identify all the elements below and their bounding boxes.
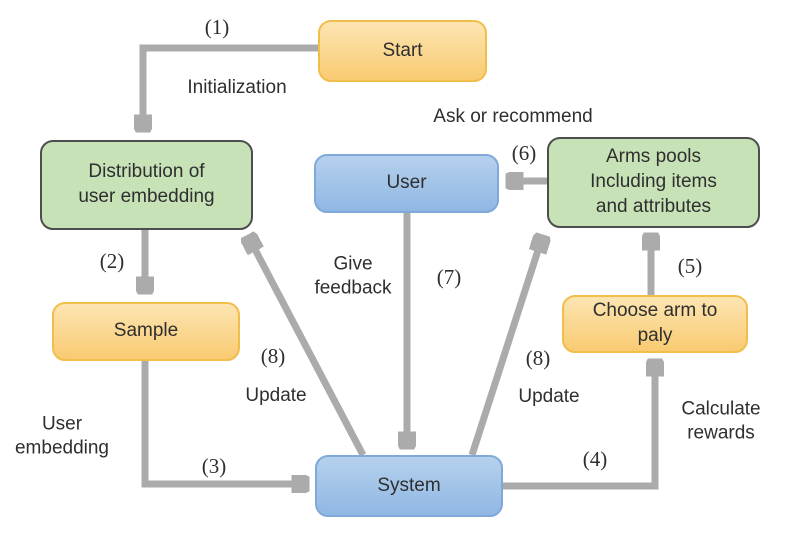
node-system: System bbox=[315, 455, 503, 517]
edge-label-ask-or-recommend: Ask or recommend bbox=[433, 106, 593, 128]
edge-label-step-1: (1) bbox=[204, 14, 230, 39]
edge-label-step-8-left: (8) bbox=[260, 343, 286, 368]
edge-label-give-feedback: Give feedback bbox=[314, 253, 392, 298]
arrow-system-to-choosearm bbox=[503, 362, 655, 490]
node-user: User bbox=[314, 154, 499, 213]
node-arms-pools: Arms pools Including items and attribute… bbox=[547, 137, 760, 228]
edge-label-update-left: Update bbox=[245, 385, 307, 407]
node-start: Start bbox=[318, 20, 487, 82]
edge-label-step-6: (6) bbox=[511, 140, 537, 165]
arrow-system-to-distribution-update bbox=[249, 238, 367, 457]
arrow-sample-to-system bbox=[141, 361, 306, 484]
arrow-system-to-armspool-update bbox=[468, 238, 542, 457]
node-choose-arm-to-play: Choose arm to paly bbox=[562, 295, 748, 353]
edge-label-step-2: (2) bbox=[99, 248, 125, 273]
edge-label-calculate-rewards: Calculate rewards bbox=[681, 398, 761, 443]
edge-label-user-embedding: User embedding bbox=[14, 413, 110, 458]
node-sample: Sample bbox=[52, 302, 240, 361]
edge-label-initialization: Initialization bbox=[187, 77, 287, 99]
arrow-start-to-distribution bbox=[143, 44, 318, 129]
node-distribution-of-user-embedding: Distribution of user embedding bbox=[40, 140, 253, 230]
edge-label-step-3: (3) bbox=[201, 453, 227, 478]
edge-label-update-right: Update bbox=[518, 386, 580, 408]
edge-label-step-5: (5) bbox=[677, 253, 703, 278]
edge-label-step-8-right: (8) bbox=[525, 345, 551, 370]
edge-label-step-7: (7) bbox=[436, 264, 462, 289]
edge-label-step-4: (4) bbox=[582, 446, 608, 471]
